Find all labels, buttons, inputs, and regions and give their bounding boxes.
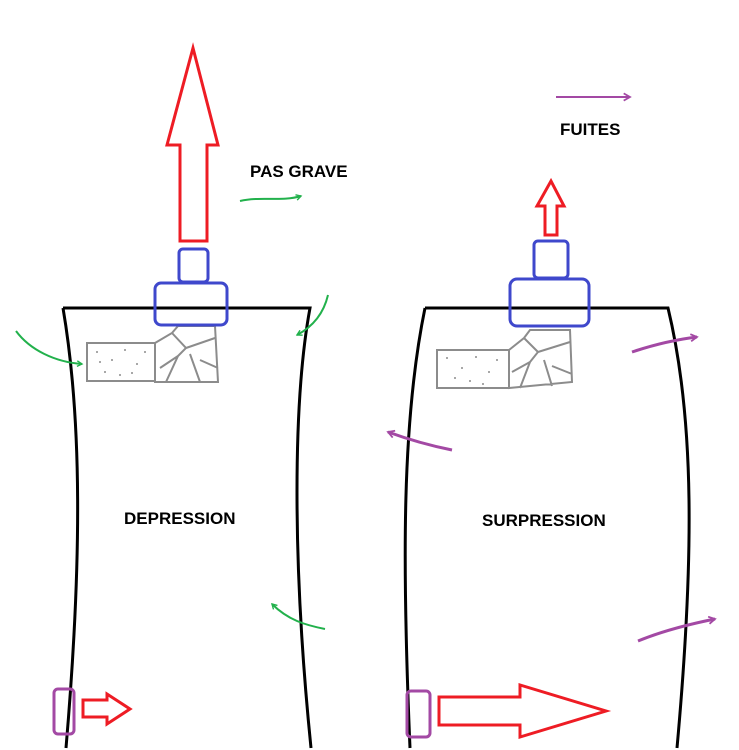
connector-neck bbox=[177, 247, 210, 284]
inflow-arrow bbox=[239, 196, 301, 202]
exhaust-arrow-small bbox=[534, 177, 567, 237]
leak-arrow bbox=[631, 337, 697, 354]
intake-valve bbox=[52, 687, 76, 736]
leak-arrow bbox=[637, 619, 715, 643]
hose-elbow bbox=[154, 325, 220, 383]
connector-neck bbox=[532, 239, 570, 280]
hose-elbow bbox=[508, 329, 574, 390]
inflow-arrow bbox=[297, 294, 329, 336]
depression-bag-outline bbox=[61, 306, 313, 749]
depression-bag bbox=[61, 306, 313, 749]
inflow-arrow bbox=[272, 604, 326, 630]
fuites-label: FUITES bbox=[560, 120, 620, 139]
filter-cartridge bbox=[436, 349, 510, 389]
leak-arrow bbox=[388, 432, 453, 452]
filter-cartridge bbox=[86, 342, 156, 382]
depression-label: DEPRESSION bbox=[124, 509, 235, 528]
depression-filter bbox=[86, 325, 220, 383]
exhaust-arrow-large bbox=[165, 42, 220, 243]
surpression-filter bbox=[436, 329, 574, 390]
surpression-connector bbox=[508, 239, 591, 328]
connector-base bbox=[508, 277, 591, 328]
intake-valve bbox=[405, 689, 432, 739]
surpression-label: SURPRESSION bbox=[482, 511, 606, 530]
intake-arrow-small bbox=[81, 691, 133, 727]
depression-connector bbox=[153, 247, 229, 327]
inflow-arrow bbox=[15, 330, 82, 364]
pas-grave-label: PAS GRAVE bbox=[250, 162, 348, 181]
intake-arrow-large bbox=[437, 682, 612, 740]
connector-base bbox=[153, 281, 229, 327]
